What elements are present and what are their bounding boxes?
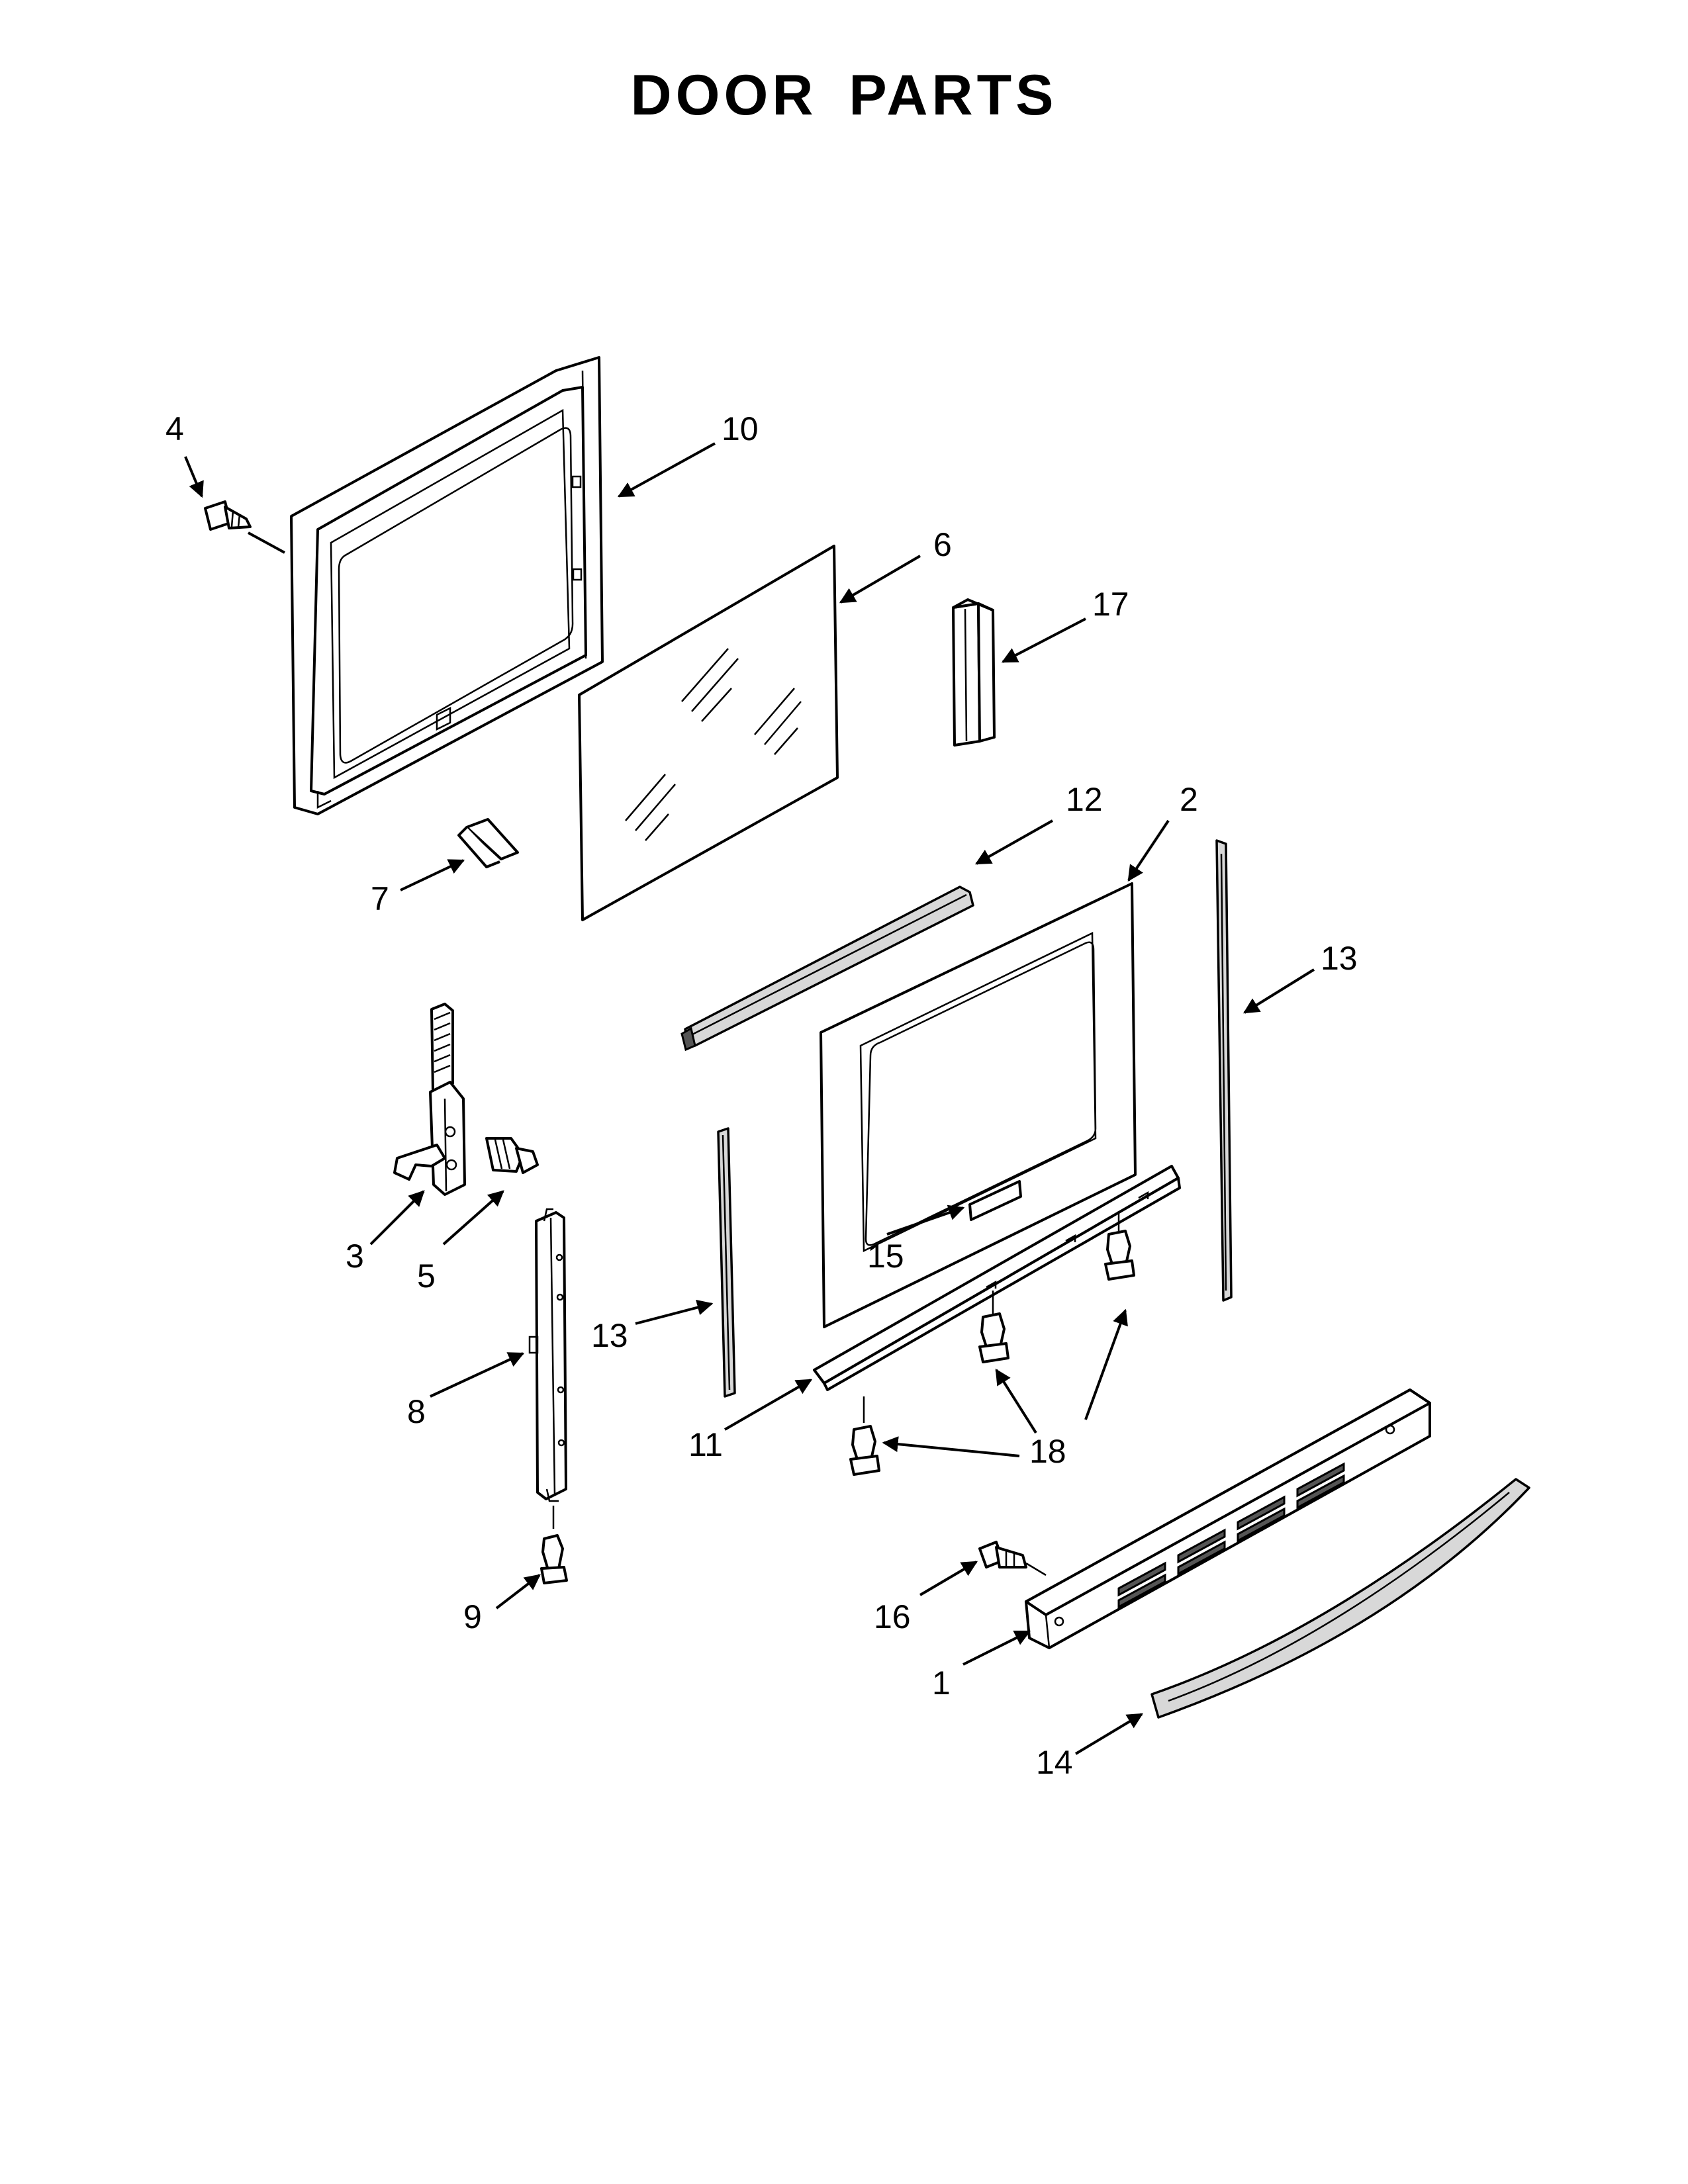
screws-part-18 <box>849 1211 1135 1476</box>
callout-13-right: 13 <box>1321 940 1358 977</box>
hinge-screw <box>485 1137 539 1174</box>
screw-part-4 <box>204 500 252 531</box>
page-title: DOOR PARTS <box>630 64 1058 127</box>
callout-3: 3 <box>346 1238 364 1275</box>
clip <box>457 818 519 868</box>
callout-15: 15 <box>867 1238 904 1275</box>
screw-part-16 <box>978 1541 1047 1576</box>
callout-11: 11 <box>688 1426 723 1463</box>
callout-1: 1 <box>932 1664 951 1702</box>
leader-lines <box>184 442 1315 1755</box>
screw-part-9 <box>540 1506 568 1584</box>
inner-door-frame <box>290 356 604 815</box>
callout-18: 18 <box>1029 1433 1066 1470</box>
vent-bar <box>1025 1388 1431 1649</box>
callout-10: 10 <box>722 410 759 447</box>
bottom-channel <box>813 1165 1181 1391</box>
top-trim-strip <box>680 886 974 1052</box>
callout-6: 6 <box>933 526 952 563</box>
callout-13-left: 13 <box>591 1317 628 1354</box>
callout-labels: 4 10 6 17 12 2 7 13 3 5 15 13 8 11 18 9 … <box>165 410 1358 1781</box>
callout-2: 2 <box>1180 781 1198 818</box>
callout-14: 14 <box>1036 1744 1073 1781</box>
side-trim-left <box>717 1127 736 1398</box>
callout-16: 16 <box>874 1598 911 1635</box>
callout-7: 7 <box>371 880 389 917</box>
hinge <box>393 1003 466 1196</box>
callout-12: 12 <box>1066 781 1103 818</box>
callout-17: 17 <box>1092 586 1129 623</box>
callout-4: 4 <box>165 410 184 447</box>
hinge-receiver <box>528 1208 567 1502</box>
callout-9: 9 <box>463 1598 482 1635</box>
side-trim-right <box>1215 839 1233 1302</box>
insulation-block <box>952 598 996 747</box>
callout-5: 5 <box>417 1257 436 1295</box>
glass-panel <box>578 545 839 921</box>
handle-trim <box>1150 1478 1530 1719</box>
outer-door-panel <box>820 882 1137 1328</box>
callout-8: 8 <box>407 1393 426 1430</box>
